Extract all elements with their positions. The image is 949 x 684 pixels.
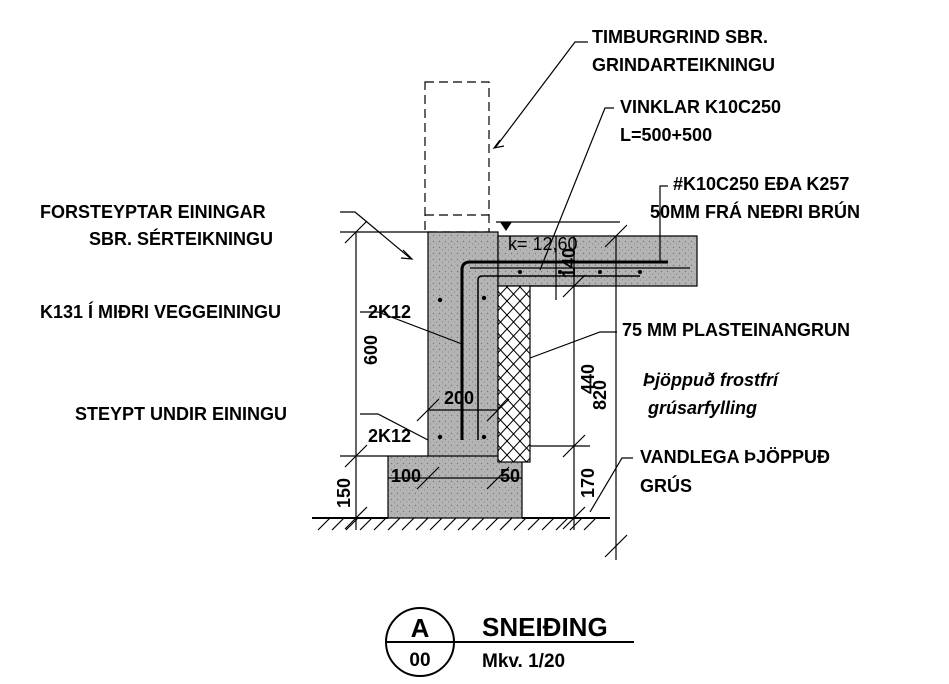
sheet-number: 00 [409,650,430,671]
dim-820: 820 [590,380,610,410]
section-letter: A [411,613,430,643]
label-insulation: 75 MM PLASTEINANGRUN [622,320,850,340]
dim-200: 200 [444,388,474,408]
label-slab-rebar-line1: #K10C250 EÐA K257 [673,174,849,194]
insulation-board [497,285,531,463]
dim-150: 150 [334,478,354,508]
dimension-texts: 600 150 440 820 170 140 200 100 50 [334,248,610,508]
label-rebar-top: 2K12 [368,302,411,322]
label-slab-rebar-line2: 50MM FRÁ NEÐRI BRÚN [650,201,860,222]
label-gravel-line1: VANDLEGA ÞJÖPPUÐ [640,447,830,467]
label-angles-line2: L=500+500 [620,125,712,145]
label-mid-wall: K131 Í MIÐRI VEGGEININGU [40,301,281,322]
label-precast-line2: SBR. SÉRTEIKNINGU [89,228,273,249]
dim-50: 50 [500,466,520,486]
annotations: TIMBURGRIND SBR. GRINDARTEIKNINGU VINKLA… [40,27,860,496]
dim-140: 140 [559,248,579,278]
label-angles-line1: VINKLAR K10C250 [620,97,781,117]
dimension-lines [340,220,628,560]
section-scale: Mkv. 1/20 [482,651,565,672]
timber-frame [424,81,490,233]
label-gravel-line2: GRÚS [640,475,692,496]
elevation-triangle-icon [500,222,512,231]
label-fill-line1: Þjöppuð frostfrí [643,370,780,390]
dim-600: 600 [361,335,381,365]
elevation-marker: k= 12,60 [496,221,620,254]
ground [312,517,610,531]
dim-100: 100 [391,466,421,486]
label-fill-line2: grúsarfylling [647,398,757,418]
dim-170: 170 [578,468,598,498]
label-timber-frame-line1: TIMBURGRIND SBR. [592,27,768,47]
rebar [437,260,690,440]
title-block: A 00 SNEIÐING Mkv. 1/20 [385,607,634,677]
leader-lines [340,41,668,513]
label-cast-under: STEYPT UNDIR EININGU [75,404,287,424]
section-title: SNEIÐING [482,612,608,642]
label-precast-line1: FORSTEYPTAR EININGAR [40,202,266,222]
label-timber-frame-line2: GRINDARTEIKNINGU [592,55,775,75]
elevation-text: k= 12,60 [508,234,578,254]
label-rebar-bottom: 2K12 [368,426,411,446]
dim-440: 440 [578,364,598,394]
